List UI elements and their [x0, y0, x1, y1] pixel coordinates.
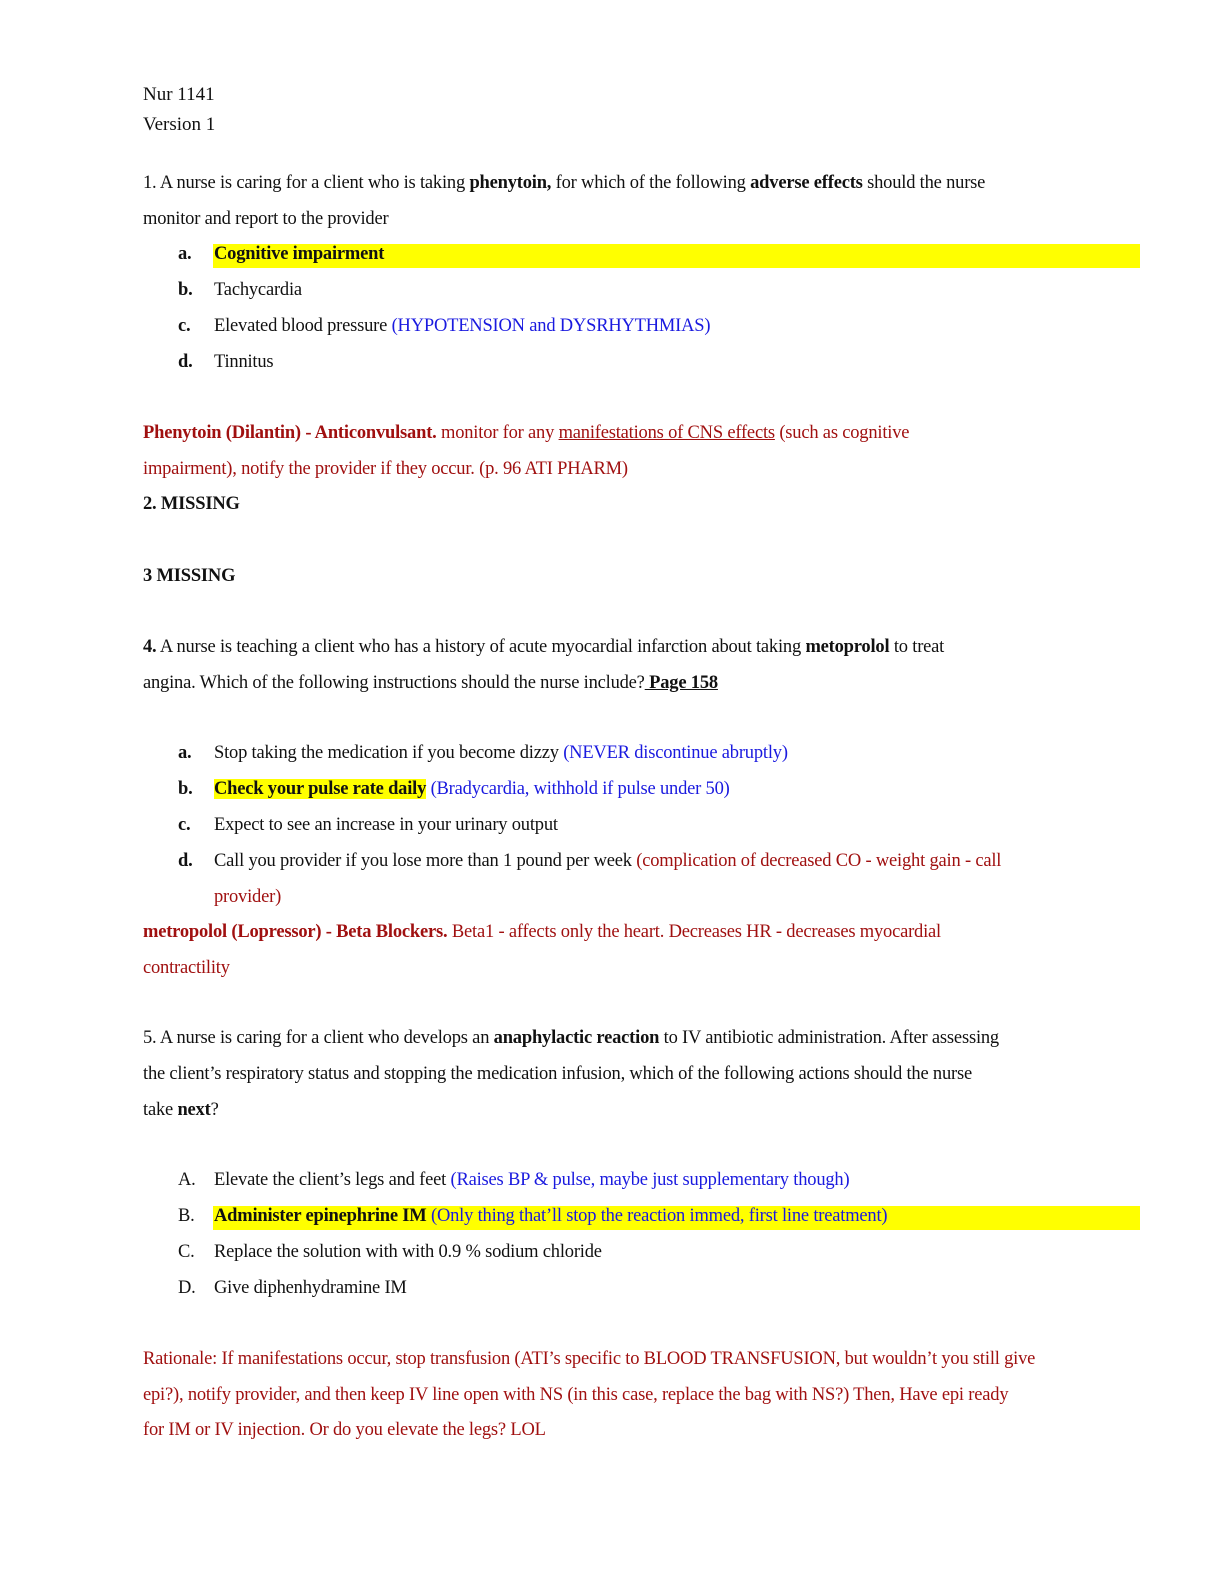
q1-stem-line2: monitor and report to the provider [143, 209, 389, 229]
q4-option-b: b.Check your pulse rate daily (Bradycard… [178, 779, 730, 799]
q2-missing: 2. MISSING [143, 494, 240, 514]
q4-option-a: a.Stop taking the medication if you beco… [178, 743, 788, 763]
q1-rationale-line1: Phenytoin (Dilantin) - Anticonvulsant. m… [143, 423, 910, 443]
q5-option-b: B.Administer epinephrine IM (Only thing … [178, 1206, 888, 1226]
q4-option-d: d.Call you provider if you lose more tha… [178, 851, 1002, 871]
q1-option-c: c.Elevated blood pressure (HYPOTENSION a… [178, 316, 711, 336]
q4-rationale-line1: metropolol (Lopressor) - Beta Blockers. … [143, 922, 941, 942]
q5-rationale-line2: epi?), notify provider, and then keep IV… [143, 1385, 1009, 1405]
course-title: Nur 1141 [143, 84, 215, 105]
correct-answer-highlight [213, 1206, 1140, 1230]
q1-option-a: a.Cognitive impairment [178, 244, 385, 264]
q4-stem-line1: 4. A nurse is teaching a client who has … [143, 637, 945, 657]
q5-stem-line1: 5. A nurse is caring for a client who de… [143, 1028, 999, 1048]
q3-missing: 3 MISSING [143, 566, 236, 586]
q1-option-c-note: (HYPOTENSION and DYSRHYTHMIAS) [391, 316, 711, 336]
q5-rationale-line1: Rationale: If manifestations occur, stop… [143, 1349, 1036, 1369]
q1-rationale-line2: impairment), notify the provider if they… [143, 459, 628, 479]
q4-stem-line2: angina. Which of the following instructi… [143, 673, 718, 693]
q5-stem-line3: take next? [143, 1100, 219, 1120]
q4-rationale-line2: contractility [143, 958, 230, 978]
q1-option-b: b.Tachycardia [178, 280, 302, 300]
q1-option-d: d.Tinnitus [178, 352, 274, 372]
q5-stem-line2: the client’s respiratory status and stop… [143, 1064, 972, 1084]
q5-option-d: D.Give diphenhydramine IM [178, 1278, 407, 1298]
version-label: Version 1 [143, 114, 216, 135]
q4-option-c: c.Expect to see an increase in your urin… [178, 815, 558, 835]
q5-option-c: C.Replace the solution with with 0.9 % s… [178, 1242, 602, 1262]
q5-rationale-line3: for IM or IV injection. Or do you elevat… [143, 1420, 546, 1440]
page-reference: Page 158 [644, 673, 718, 693]
q4-option-d-note-line2: provider) [214, 887, 282, 907]
q5-option-a: A.Elevate the client’s legs and feet (Ra… [178, 1170, 850, 1190]
q1-stem-line1: 1. A nurse is caring for a client who is… [143, 173, 986, 193]
